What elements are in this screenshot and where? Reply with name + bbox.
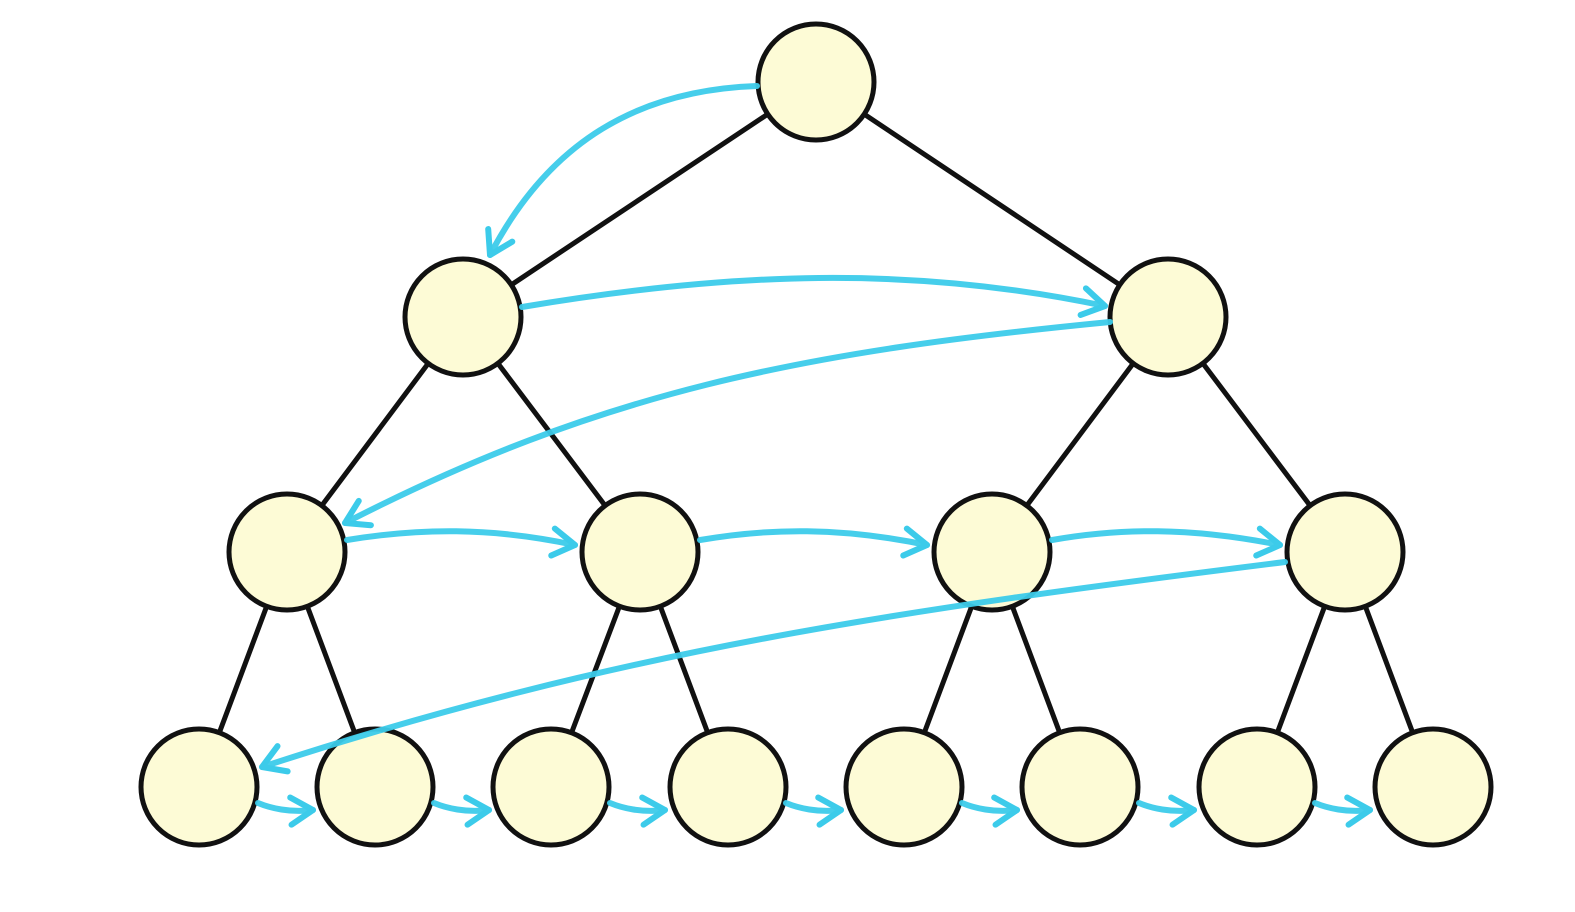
tree-edge-n5-n11 xyxy=(921,603,975,736)
traversal-arrow-2-arrowhead xyxy=(1077,285,1108,318)
tree-edge-n2-n5 xyxy=(1024,360,1136,509)
tree-nodes xyxy=(138,21,1494,848)
traversal-arrow-5-arrowhead xyxy=(900,525,930,559)
traversal-arrow-10-arrowhead xyxy=(639,794,668,828)
tree-node-n3 xyxy=(226,491,348,613)
tree-node-n13 xyxy=(1196,726,1318,848)
tree-edge-n6-n13 xyxy=(1274,603,1328,736)
tree-node-n2 xyxy=(1107,256,1229,378)
tree-node-n1 xyxy=(402,256,524,378)
traversal-arrow-13-arrowhead xyxy=(1168,794,1197,828)
tree-edge-n0-n1 xyxy=(508,111,771,288)
tree-edge-n0-n2 xyxy=(861,111,1123,288)
traversal-arrow-5 xyxy=(697,528,930,548)
tree-node-n14 xyxy=(1372,726,1494,848)
traversal-arrow-12-arrowhead xyxy=(991,794,1020,828)
traversal-arrow-2 xyxy=(519,274,1108,310)
tree-node-n0 xyxy=(755,21,877,143)
tree-edge-n2-n6 xyxy=(1200,360,1313,509)
tree-edge-n5-n12 xyxy=(1009,603,1063,736)
traversal-arrow-11-arrowhead xyxy=(815,794,844,828)
tree-node-n4 xyxy=(579,491,701,613)
traversal-arrow-9-arrowhead xyxy=(463,794,492,828)
traversal-arrow-1 xyxy=(487,83,760,258)
tree-node-n6 xyxy=(1284,491,1406,613)
traversal-arrow-3 xyxy=(342,319,1113,526)
tree-edge-n4-n9 xyxy=(569,603,622,736)
traversal-arrow-6-arrowhead xyxy=(1253,525,1283,559)
tree-node-n11 xyxy=(843,726,965,848)
traversal-arrows xyxy=(255,83,1373,828)
tree-edge-n3-n7 xyxy=(216,603,270,736)
traversal-arrow-3-arrowhead xyxy=(342,497,374,529)
tree-node-n12 xyxy=(1019,726,1141,848)
tree-edge-n4-n10 xyxy=(657,603,711,736)
traversal-arrow-1-arrowhead xyxy=(485,226,516,258)
tree-edges xyxy=(216,111,1416,736)
tree-node-n7 xyxy=(138,726,260,848)
tree-node-n5 xyxy=(931,491,1053,613)
tree-node-n10 xyxy=(667,726,789,848)
tree-edge-n1-n3 xyxy=(319,360,431,509)
traversal-arrow-7-arrowhead xyxy=(259,743,291,775)
traversal-arrow-4 xyxy=(344,528,578,548)
tree-edge-n6-n14 xyxy=(1362,603,1416,736)
tree-node-n9 xyxy=(490,726,612,848)
tree-edge-n3-n8 xyxy=(304,603,358,736)
traversal-arrow-7 xyxy=(259,559,1288,770)
traversal-arrow-8-arrowhead xyxy=(287,794,316,828)
traversal-arrow-6 xyxy=(1049,528,1283,548)
traversal-arrow-4-arrowhead xyxy=(548,525,578,559)
traversal-arrow-14-arrowhead xyxy=(1344,794,1373,828)
